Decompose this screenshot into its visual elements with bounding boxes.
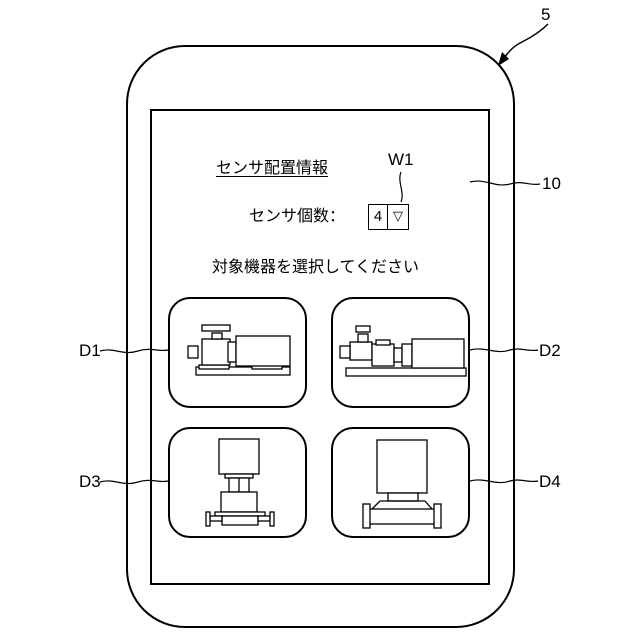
- ref-d4: D4: [539, 473, 561, 490]
- leader-w1: [400, 172, 402, 202]
- select-equipment-prompt: 対象機器を選択してください: [212, 259, 419, 275]
- leader-d3: [100, 480, 168, 483]
- equipment-card-d3[interactable]: [168, 427, 307, 538]
- equipment-card-d1[interactable]: [168, 297, 307, 408]
- sensor-count-value[interactable]: 4: [368, 204, 388, 230]
- ref-d2: D2: [539, 342, 561, 359]
- screen-title: センサ配置情報: [216, 160, 328, 176]
- equipment-card-d4[interactable]: [331, 427, 470, 538]
- ref-d1: D1: [79, 342, 101, 359]
- ref-device: 5: [541, 6, 550, 23]
- sensor-count-dropdown-button[interactable]: ▽: [387, 204, 409, 230]
- ref-screen: 10: [542, 175, 561, 192]
- leader-d2: [470, 349, 538, 352]
- sensor-count-label: センサ個数：: [249, 208, 345, 224]
- ref-widget: W1: [388, 151, 414, 168]
- leader-5: [504, 24, 548, 58]
- leader-d1: [100, 349, 168, 352]
- equipment-card-d2[interactable]: [331, 297, 470, 408]
- leader-10: [470, 181, 540, 185]
- ref-d3: D3: [79, 473, 101, 490]
- leader-d4: [470, 480, 538, 483]
